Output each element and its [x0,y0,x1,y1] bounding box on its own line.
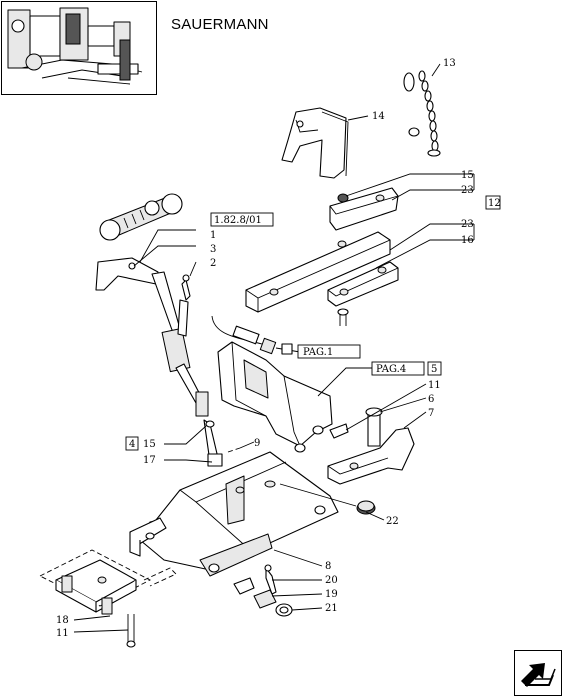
callout-6: 6 [428,394,434,405]
callout-11-right: 11 [428,380,441,391]
leader-lines [73,63,475,633]
lift-link-assembly [95,257,209,417]
bracket-part-14 [281,107,349,179]
ref-box-5[interactable] [427,361,442,376]
brand-name: SAUERMANN [171,16,269,33]
callout-2: 2 [210,258,216,269]
next-page-button[interactable] [514,650,562,696]
callout-4: 4 [129,439,135,450]
callout-9: 9 [254,438,260,449]
next-page-arrow-icon [521,663,556,687]
callout-13: 13 [443,58,456,69]
callout-15-upper: 15 [461,170,474,181]
callout-1: 1 [210,230,216,241]
hook-assembly [327,407,415,485]
callout-3: 3 [210,244,216,255]
ref-pag1-text: PAG.1 [303,347,333,358]
chain-pin-part [403,70,441,157]
main-frame-part-8 [129,451,339,577]
ref-1828-text: 1.82.8/01 [214,215,262,226]
plug-part-22 [279,483,376,515]
pto-shaft-illustration [99,193,183,241]
tractor-thumbnail [1,1,157,95]
callout-15-lower: 15 [143,439,156,450]
main-housing-part [217,341,333,453]
cable-harness [211,315,301,355]
callout-12: 12 [488,198,501,209]
callout-14: 14 [372,111,385,122]
callout-23-upper: 23 [461,185,474,196]
ref-box-1828[interactable] [210,212,274,227]
upper-plates-group [245,187,399,326]
callout-numbers: 13 14 15 23 12 23 16 1.82.8/01 1 3 2 PAG… [56,58,501,639]
ref-box-4[interactable] [125,436,139,451]
split-pin-part-2 [181,274,191,301]
ref-pag4-text: PAG.4 [376,364,406,375]
lower-link-parts [203,419,241,467]
callout-18: 18 [56,615,69,626]
callout-19: 19 [325,589,338,600]
tractor-rear-thumbnail-icon [7,7,143,85]
callout-20: 20 [325,575,338,586]
ref-box-pag1[interactable] [297,344,361,359]
callout-21: 21 [325,603,338,614]
callout-17: 17 [143,455,156,466]
ref-box-pag4[interactable] [371,361,425,376]
callout-5: 5 [431,364,437,375]
callout-11-left: 11 [56,628,69,639]
callout-8: 8 [325,561,331,572]
callout-23-lower: 23 [461,219,474,230]
pin-parts-19-20-21 [233,564,293,617]
ref-box-12[interactable] [485,195,501,210]
reference-boxes [125,195,501,451]
callout-22: 22 [386,516,399,527]
callout-16: 16 [461,235,474,246]
callout-7: 7 [428,408,434,419]
optional-plate-part-18 [38,549,177,648]
